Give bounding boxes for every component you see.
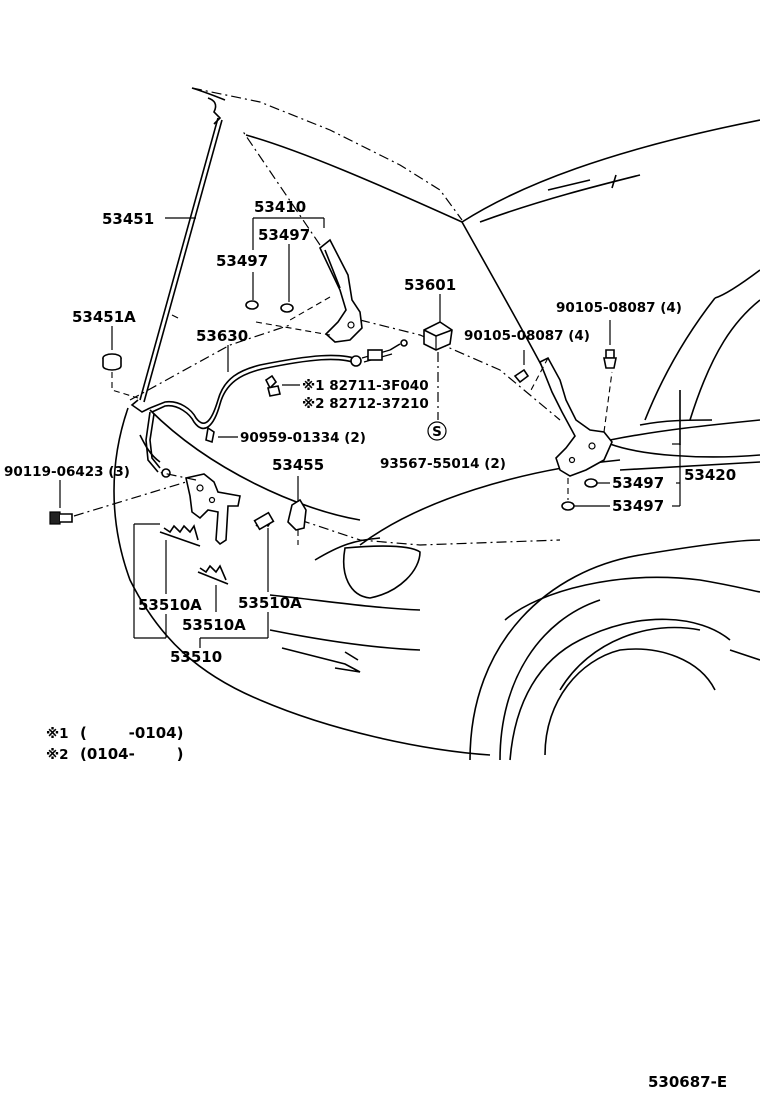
diagram-id: 530687-E [648, 1073, 727, 1091]
label-90119: 90119-06423 (3) [4, 464, 130, 480]
label-53510: 53510 [170, 648, 222, 666]
cable-clip [205, 426, 238, 444]
label-53630: 53630 [196, 327, 248, 345]
label-53510A-b: 53510A [238, 594, 302, 612]
label-note1-part: ※1 82711-3F040 [302, 378, 429, 394]
label-53497-b: 53497 [216, 252, 268, 270]
label-93567: 93567-55014 (2) [380, 456, 506, 472]
bolt-90119 [49, 481, 187, 525]
note2-mark: ※2 [46, 747, 69, 763]
hood-hinge-left [241, 129, 363, 343]
label-53497-c: 53497 [612, 474, 664, 492]
label-53497-a: 53497 [258, 226, 310, 244]
washers-left [245, 296, 331, 336]
label-53455: 53455 [272, 456, 324, 474]
bolts-90105 [513, 320, 617, 384]
hood-support-rod [130, 97, 223, 413]
label-90105-right: 90105-08087 (4) [556, 300, 682, 316]
car-body-outline [113, 87, 760, 761]
note1-range: ( -0104) [80, 724, 183, 742]
s-mark-label: S [432, 424, 442, 440]
hood-striker [287, 476, 307, 545]
label-53601: 53601 [404, 276, 456, 294]
label-53510A-a: 53510A [138, 596, 202, 614]
label-53451: 53451 [102, 210, 154, 228]
label-53497-d: 53497 [612, 497, 664, 515]
label-53420: 53420 [684, 466, 736, 484]
label-53451A: 53451A [72, 308, 136, 326]
part-labels: 53451 53410 53497 53497 53601 90105-0808… [4, 198, 736, 666]
label-53510A-c: 53510A [182, 616, 246, 634]
hood-hinge-right [529, 356, 613, 477]
footnotes: ※1 ( -0104) ※2 (0104- ) [46, 724, 183, 763]
washers-right [561, 478, 610, 511]
hood-lock [157, 471, 241, 546]
s-mark: S [427, 421, 447, 441]
label-53410: 53410 [254, 198, 306, 216]
note1-mark: ※1 [46, 726, 69, 742]
leader-lines [59, 217, 681, 648]
grommet-53451A [102, 353, 139, 399]
label-90959: 90959-01334 (2) [240, 430, 366, 446]
lock-springs [159, 511, 275, 585]
label-90105-left: 90105-08087 (4) [464, 328, 590, 344]
release-cable [145, 339, 408, 478]
note2-range: (0104- ) [80, 745, 183, 763]
label-note2-part: ※2 82712-37210 [302, 396, 429, 412]
hood-cushion [264, 374, 300, 397]
